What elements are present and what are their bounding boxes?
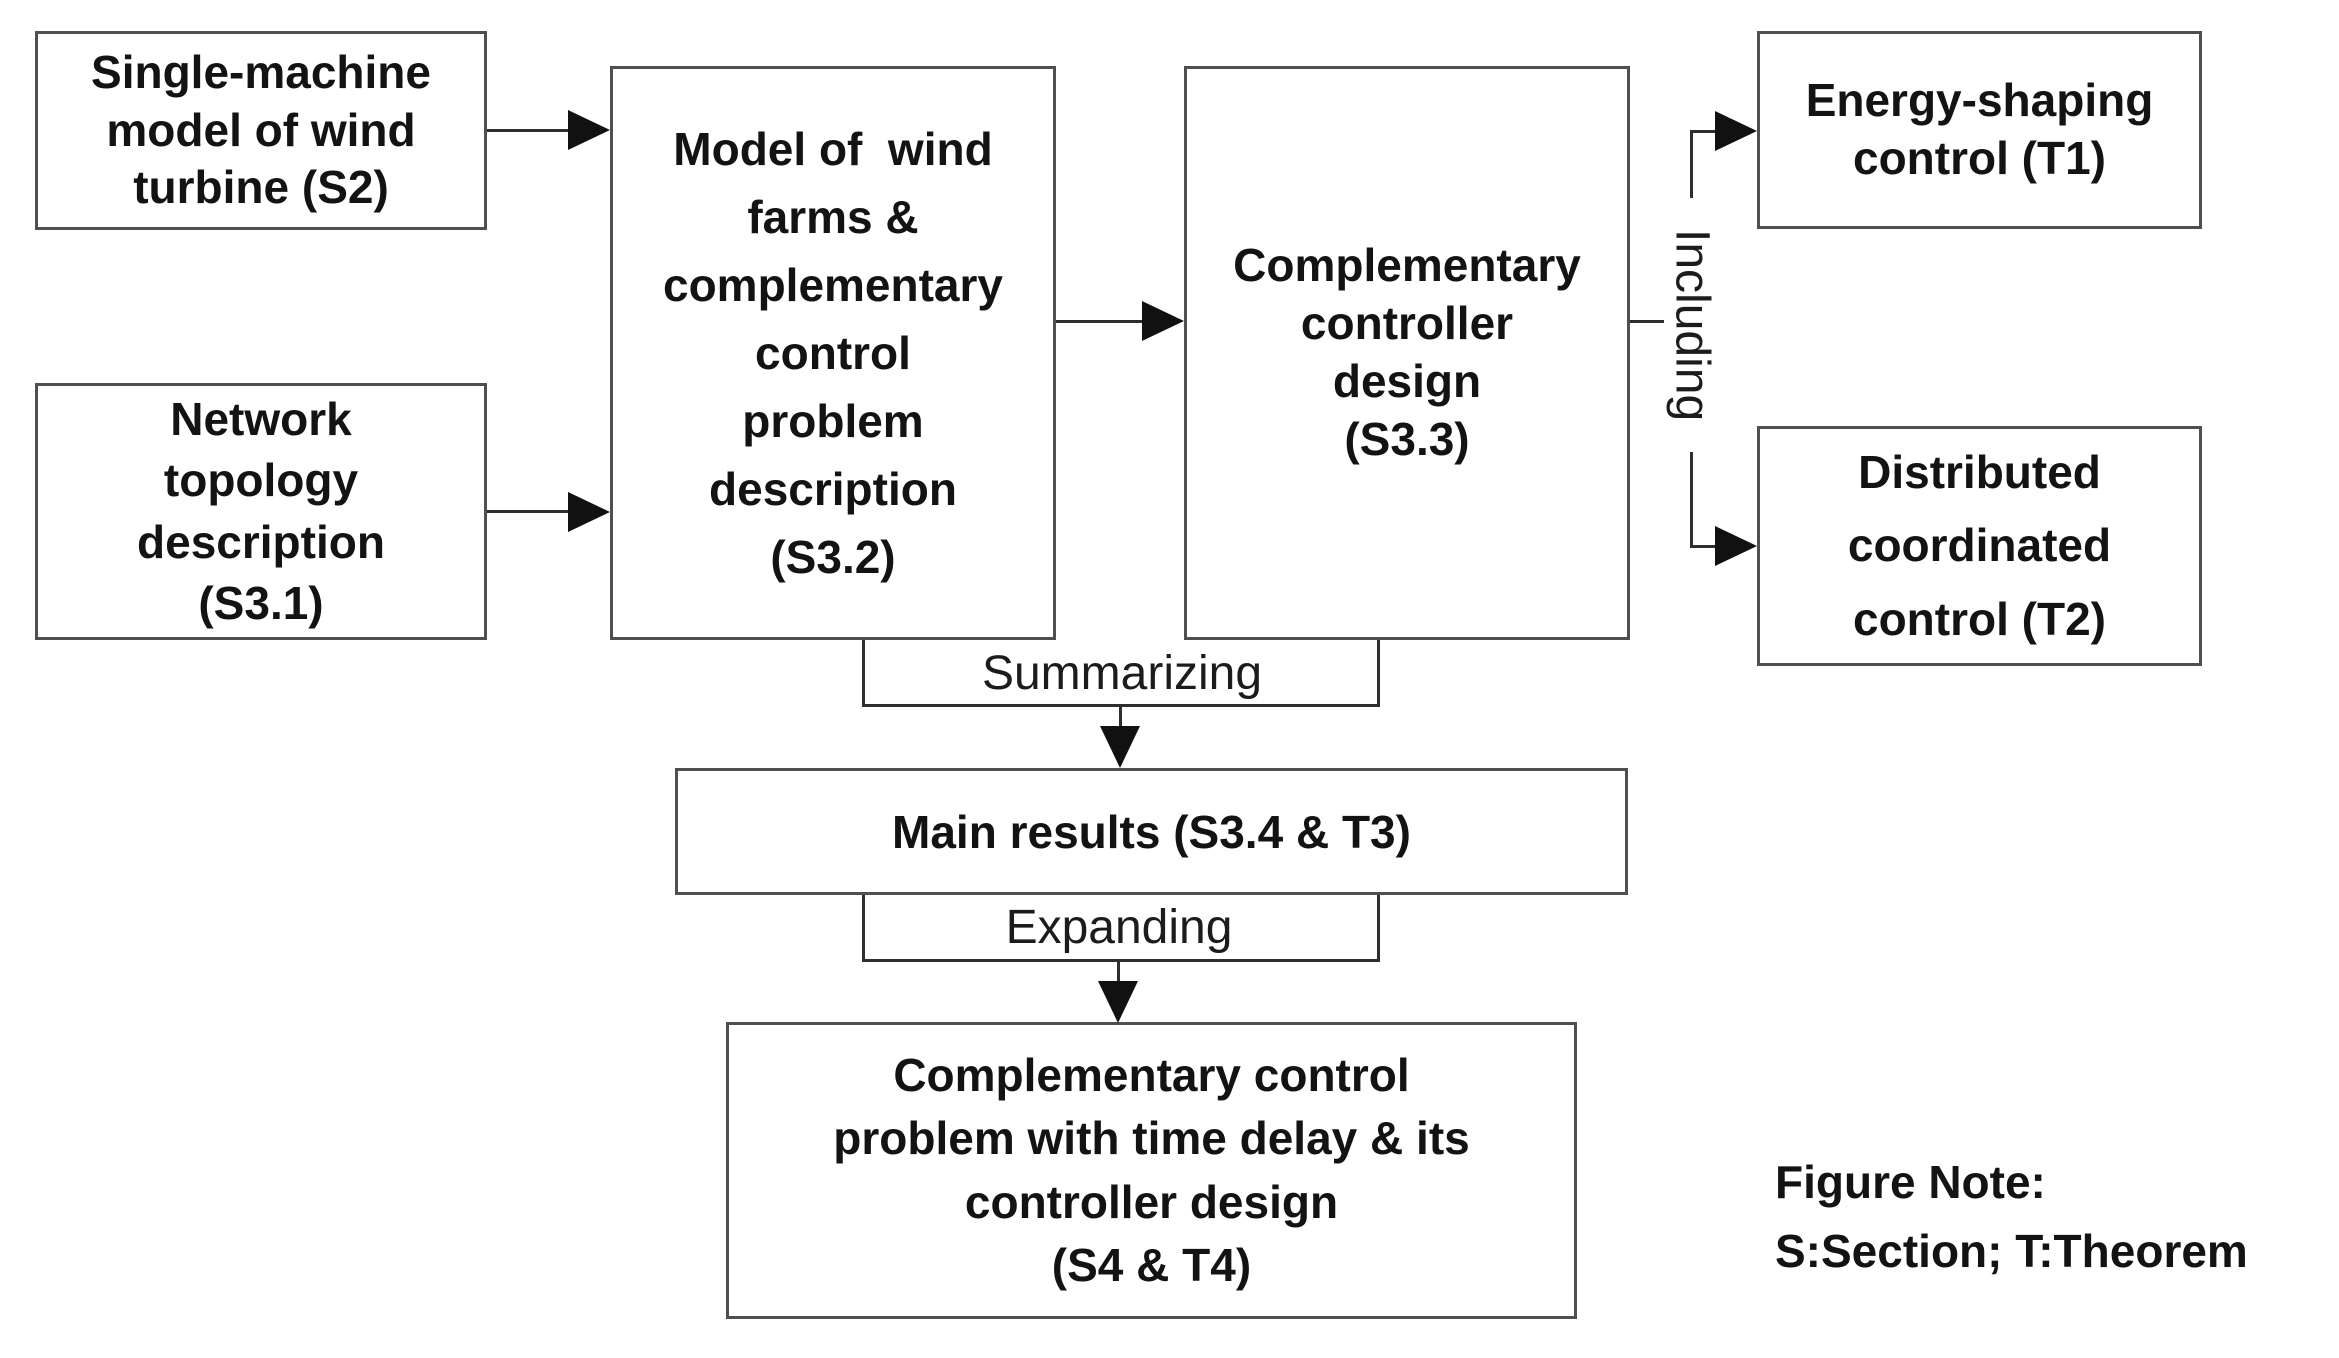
connector-s32-to-s33 <box>1056 320 1144 323</box>
arrowhead-down-icon <box>1100 726 1140 768</box>
arrowhead-right-icon <box>1142 301 1184 341</box>
box-distributed-coordinated-t2: Distributed coordinated control (T2) <box>1757 426 2202 666</box>
figure-note: Figure Note: S:Section; T:Theorem <box>1775 1156 2248 1277</box>
label-including: Including <box>1664 198 1720 452</box>
connector-including-to-t1 <box>1691 130 1717 133</box>
box-network-topology-s31: Network topology description (S3.1) <box>35 383 487 640</box>
arrowhead-right-icon <box>568 492 610 532</box>
bracket-summarizing-right <box>1377 638 1380 707</box>
connector-s2-to-s32 <box>487 129 570 132</box>
connector-including-lower-vertical <box>1690 444 1693 548</box>
bracket-expanding-right <box>1377 893 1380 962</box>
connector-s31-to-s32 <box>487 510 570 513</box>
arrowhead-right-icon <box>1715 111 1757 151</box>
box-wind-farm-model-s32: Model of wind farms & complementary cont… <box>610 66 1056 640</box>
arrowhead-down-icon <box>1098 981 1138 1023</box>
connector-including-to-t2 <box>1691 545 1717 548</box>
label-expanding: Expanding <box>973 899 1265 955</box>
connector-including-upper-vertical <box>1690 130 1693 208</box>
box-controller-design-s33: Complementary controller design (S3.3) <box>1184 66 1630 640</box>
bracket-expanding-left <box>862 893 865 962</box>
box-single-machine-model-s2: Single-machine model of wind turbine (S2… <box>35 31 487 230</box>
box-energy-shaping-t1: Energy-shaping control (T1) <box>1757 31 2202 229</box>
bracket-summarizing-left <box>862 638 865 707</box>
connector-s33-to-including-stub <box>1628 320 1670 323</box>
label-summarizing: Summarizing <box>950 644 1294 702</box>
arrowhead-right-icon <box>568 110 610 150</box>
arrowhead-right-icon <box>1715 526 1757 566</box>
box-main-results-s34-t3: Main results (S3.4 & T3) <box>675 768 1628 895</box>
connector-expanding-to-s4 <box>1117 959 1120 985</box>
bracket-expanding-bottom <box>862 959 1380 962</box>
connector-summarizing-to-main <box>1119 704 1122 730</box>
box-time-delay-problem-s4-t4: Complementary control problem with time … <box>726 1022 1577 1319</box>
